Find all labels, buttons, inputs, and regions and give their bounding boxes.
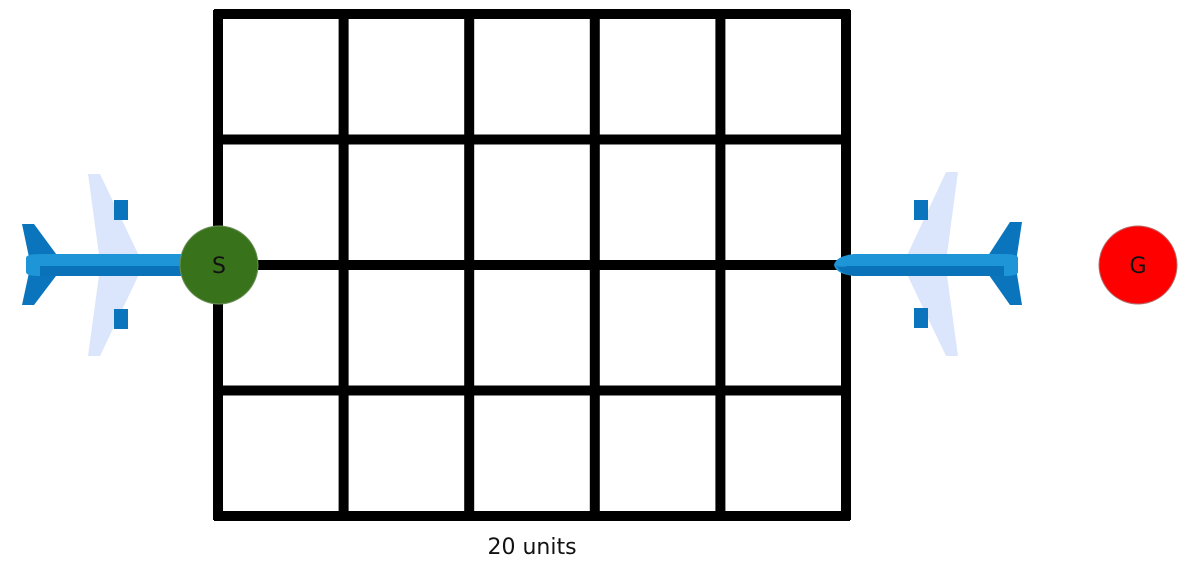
airplane-icon <box>834 172 1022 356</box>
start-node: S <box>179 225 259 305</box>
grid <box>213 9 851 521</box>
airplane-tail <box>984 222 1022 262</box>
airplane-fuselage-shade <box>40 265 208 276</box>
airplane-tail <box>22 268 62 305</box>
airplane-icon <box>22 174 210 356</box>
goal-label: G <box>1129 254 1146 279</box>
airplane-tail <box>984 268 1022 305</box>
goal-circle <box>1098 225 1178 305</box>
airplane-tail <box>22 224 62 262</box>
goal-node: G <box>1098 225 1178 305</box>
start-label: S <box>212 254 226 279</box>
airplane-wing <box>904 268 958 356</box>
airplane-engine <box>914 308 928 328</box>
airplane-engine <box>114 200 128 220</box>
airplane-engine <box>114 309 128 329</box>
grid-dimension-caption: 20 units <box>487 535 577 560</box>
airplane-wing <box>904 172 958 262</box>
airplane-fuselage-shade <box>836 265 1004 276</box>
start-circle <box>179 225 259 305</box>
airplane-engine <box>914 200 928 220</box>
